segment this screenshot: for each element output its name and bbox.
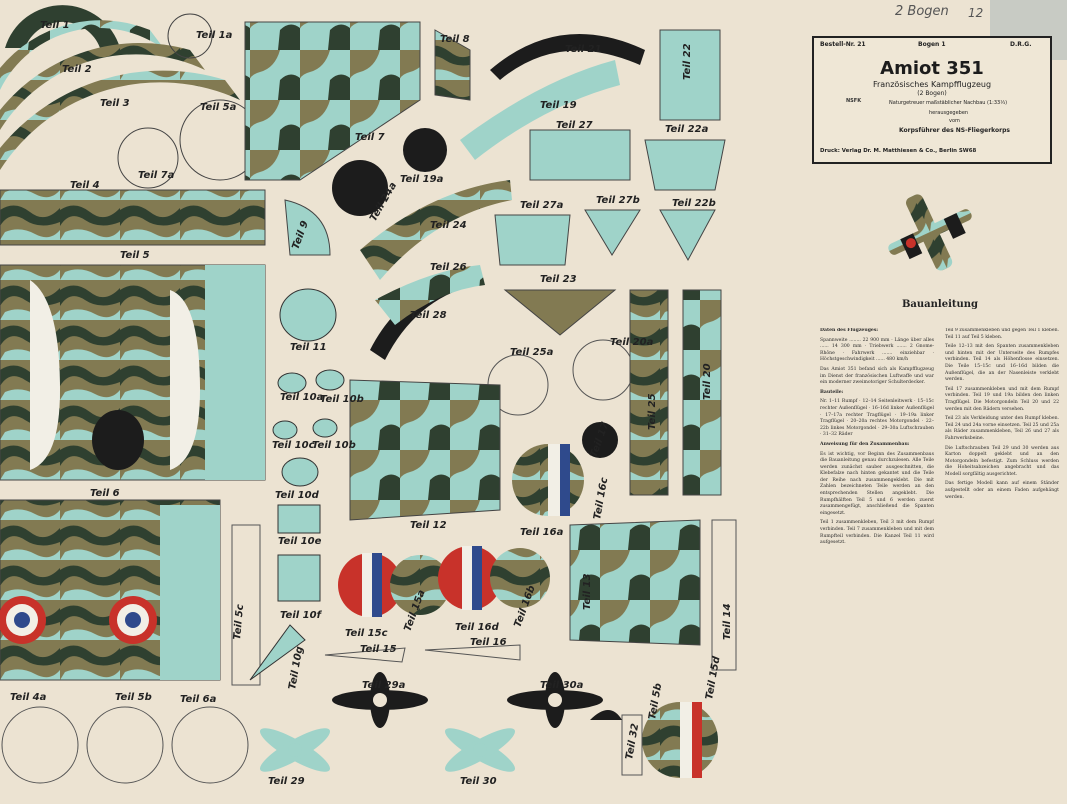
label-teil-10a: Teil 10a <box>280 392 324 403</box>
data-heading: Daten des Flugzeuges: <box>820 328 879 333</box>
label-teil-27a: Teil 27a <box>520 200 564 211</box>
label-teil-21: Teil 21 <box>565 44 602 55</box>
label-teil-10d: Teil 10d <box>275 490 320 501</box>
part-12 <box>349 379 501 521</box>
label-teil-6: Teil 6 <box>90 488 120 499</box>
sheet-number: Bogen 1 <box>918 41 946 48</box>
label-teil-6a: Teil 6a <box>180 694 217 705</box>
label-teil-22: Teil 22 <box>682 43 693 80</box>
instructions-column-right: Teil 9 zusammenkleben und gegen Teil 1 k… <box>945 328 1059 500</box>
label-teil-22b: Teil 22b <box>672 198 716 209</box>
part-13 <box>569 519 701 646</box>
label-teil-30a: Teil 30a <box>540 680 584 691</box>
label-teil-7: Teil 7 <box>355 132 385 143</box>
label-teil-24: Teil 24 <box>430 220 467 231</box>
label-teil-30: Teil 30 <box>460 776 497 787</box>
publisher-line-1: herausgegeben <box>929 110 969 116</box>
label-teil-29a: Teil 29a <box>362 680 406 691</box>
label-teil-1a: Teil 1a <box>196 30 233 41</box>
model-title: Amiot 351 <box>880 58 984 79</box>
label-teil-5: Teil 5 <box>120 250 150 261</box>
label-teil-5a: Teil 5a <box>200 102 237 113</box>
part-4 <box>0 189 266 246</box>
label-teil-5c: Teil 5c <box>232 604 246 640</box>
amiot-351-illustration <box>888 194 972 271</box>
instructions-title: Bauanleitung <box>901 299 979 310</box>
label-teil-22a: Teil 22a <box>665 124 709 135</box>
handwriting-top: 2 Bogen <box>895 4 949 19</box>
title-box: Bestell-Nr. 21 Bogen 1 D.R.G. Amiot 351 … <box>812 36 1052 164</box>
part-1-arcs <box>0 5 240 170</box>
label-teil-10c: Teil 10c <box>272 440 315 451</box>
label-teil-28: Teil 28 <box>410 310 447 321</box>
label-teil-10f: Teil 10f <box>280 610 323 621</box>
model-subtitle: Französisches Kampfflugzeug <box>872 80 992 89</box>
part-21 <box>490 34 645 80</box>
handwriting-corner: 12 <box>968 6 984 20</box>
label-teil-20a: Teil 20a <box>610 337 654 348</box>
label-teil-15c: Teil 15c <box>345 628 388 639</box>
label-teil-7a: Teil 7a <box>138 170 175 181</box>
price-code: D.R.G. <box>1010 41 1032 48</box>
emblem-text: NSFK <box>846 98 862 104</box>
label-teil-26: Teil 26 <box>430 262 467 273</box>
label-teil-8: Teil 8 <box>440 34 470 45</box>
label-teil-10b: Teil 10b <box>320 394 364 405</box>
label-teil-5b: Teil 5b <box>115 692 152 703</box>
instructions-column-left: Daten des Flugzeuges: Spannweite .......… <box>820 328 934 546</box>
roundel-16d <box>438 546 502 610</box>
label-teil-23: Teil 23 <box>540 274 577 285</box>
label-teil-10b-2: Teil 10b <box>312 440 356 451</box>
parts-heading: Bauteile: <box>820 389 844 395</box>
label-teil-10e: Teil 10e <box>278 536 322 547</box>
label-teil-15: Teil 15 <box>360 644 397 655</box>
roundel-15c <box>338 553 402 617</box>
scale-note: Naturgetreuer maßstäblicher Nachbau (1:3… <box>889 100 1008 106</box>
label-teil-14: Teil 14 <box>722 603 733 640</box>
part-7 <box>244 21 421 181</box>
label-teil-3: Teil 3 <box>100 98 130 109</box>
tools-heading: Anweisung für den Zusammenbau: <box>820 441 910 447</box>
label-teil-11: Teil 11 <box>290 342 327 353</box>
propeller-29a <box>332 672 428 728</box>
label-teil-12: Teil 12 <box>410 520 447 531</box>
label-teil-19a: Teil 19a <box>400 174 444 185</box>
label-teil-25: Teil 25 <box>647 393 658 430</box>
roundel-left <box>0 596 46 644</box>
label-teil-16a: Teil 16a <box>520 527 564 538</box>
label-teil-2: Teil 2 <box>62 64 92 75</box>
label-teil-4: Teil 4 <box>70 180 100 191</box>
label-teil-1: Teil 1 <box>40 20 70 31</box>
propeller-29 <box>260 728 330 772</box>
printer-line: Druck: Verlag Dr. M. Matthiesen & Co., B… <box>820 148 977 154</box>
publisher-line-2: vom <box>949 118 960 124</box>
label-teil-4a: Teil 4a <box>10 692 47 703</box>
propeller-30a <box>507 672 603 728</box>
label-teil-20: Teil 20 <box>702 363 713 400</box>
publisher-line-3: Korpsführer des NS-Fliegerkorps <box>899 127 1010 134</box>
sheets-note: (2 Bogen) <box>917 90 947 97</box>
label-teil-16d: Teil 16d <box>455 622 500 633</box>
label-teil-25a: Teil 25a <box>510 347 554 358</box>
roundel-right <box>109 596 157 644</box>
propeller-30 <box>445 728 515 772</box>
label-teil-27: Teil 27 <box>556 120 593 131</box>
order-number: Bestell-Nr. 21 <box>820 41 866 48</box>
label-teil-13: Teil 13 <box>582 573 593 610</box>
label-teil-16: Teil 16 <box>470 637 507 648</box>
label-teil-29: Teil 29 <box>268 776 305 787</box>
label-teil-27b: Teil 27b <box>596 195 640 206</box>
label-teil-19: Teil 19 <box>540 100 577 111</box>
